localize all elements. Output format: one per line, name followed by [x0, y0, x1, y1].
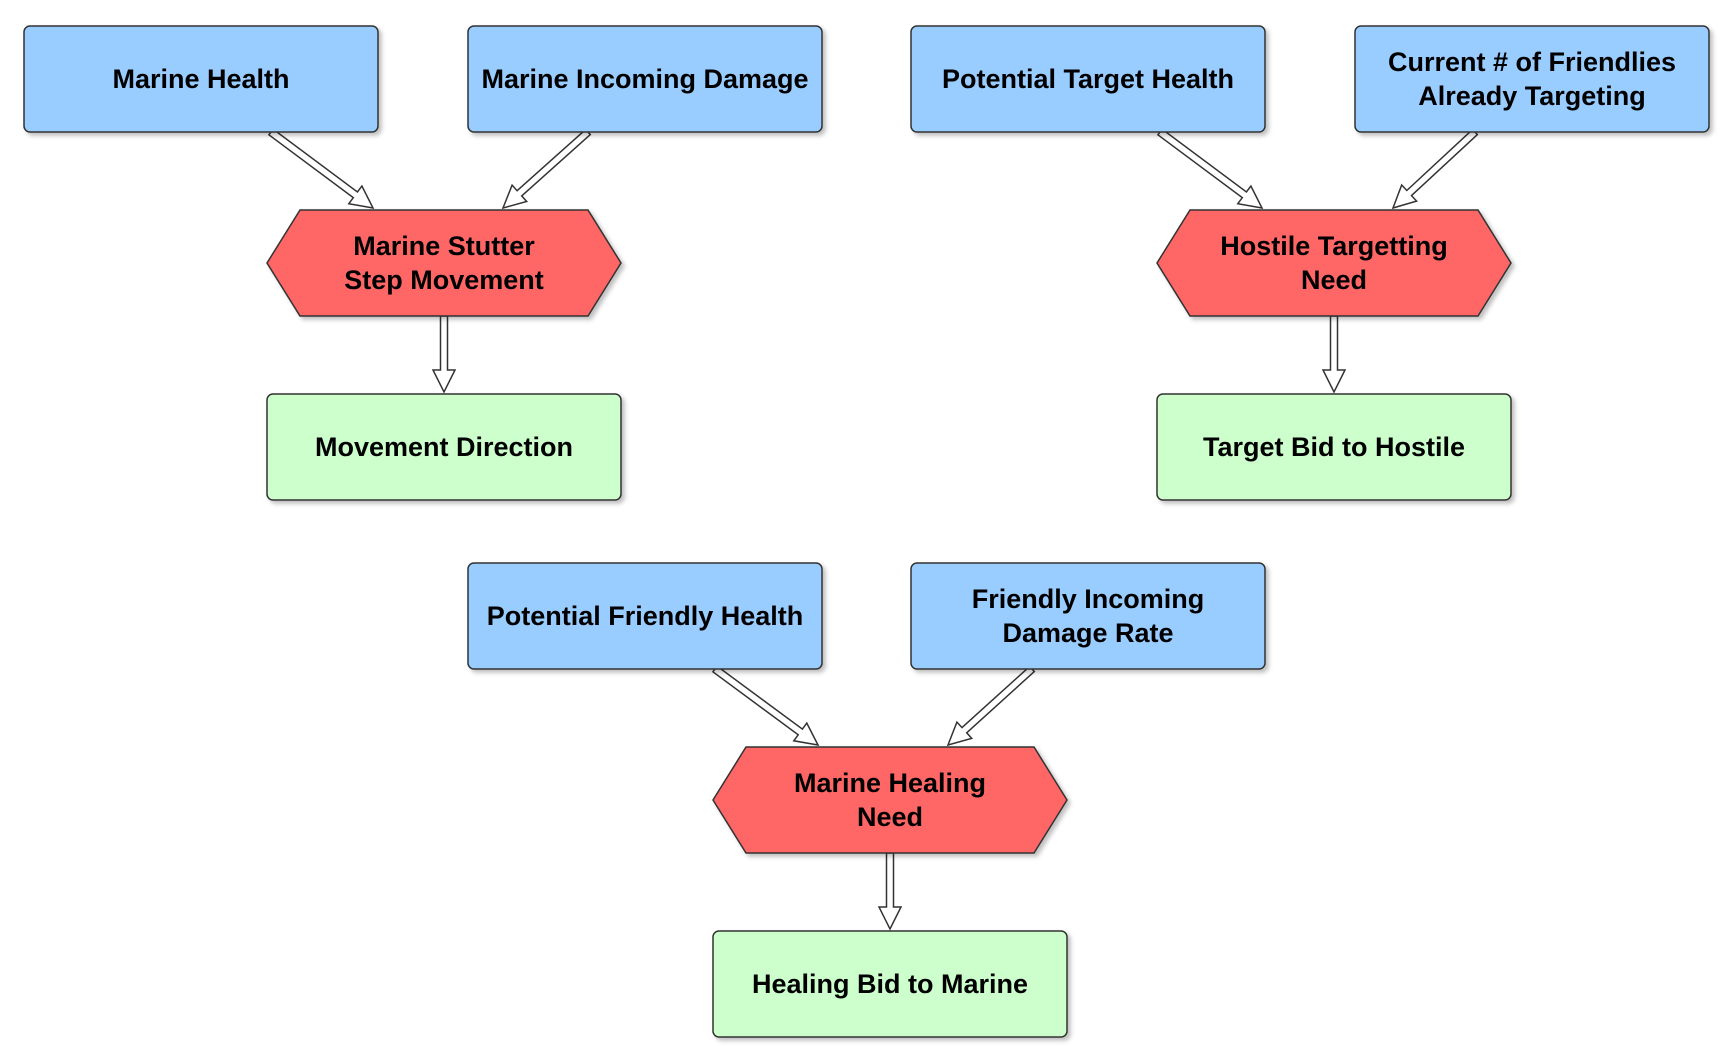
input-node-potential-friendly-health: Potential Friendly Health	[467, 562, 823, 670]
node-label: Target Bid to Hostile	[1203, 432, 1465, 462]
box-shape	[910, 25, 1266, 133]
node-label-line: Damage Rate	[1002, 618, 1173, 648]
input-node-marine-incoming-damage: Marine Incoming Damage	[467, 25, 823, 133]
arrow-marine_incoming_damage-to-marine_stutter_step	[501, 128, 592, 210]
hexagon-shape	[1156, 209, 1512, 317]
node-label-line: Marine Incoming Damage	[481, 64, 808, 94]
node-label-line: Hostile Targetting	[1220, 231, 1448, 261]
arrow-marine_healing-to-healing_bid_to_marine	[877, 852, 903, 931]
node-label-line: Already Targeting	[1418, 81, 1646, 111]
node-label-line: Current # of Friendlies	[1388, 47, 1676, 77]
node-label-line: Potential Friendly Health	[487, 601, 804, 631]
box-shape	[1354, 25, 1710, 133]
node-label-line: Marine Health	[112, 64, 289, 94]
node-label: Marine Health	[112, 64, 289, 94]
arrow-hostile_targetting-to-target_bid_to_hostile	[1321, 315, 1347, 394]
box-shape	[467, 25, 823, 133]
input-node-potential-target-health: Potential Target Health	[910, 25, 1266, 133]
node-label: Healing Bid to Marine	[752, 969, 1028, 999]
arrow-potential_friendly_health-to-marine_healing	[711, 665, 820, 746]
arrow-marine_stutter_step-to-movement_direction	[431, 315, 457, 394]
node-label: Movement Direction	[315, 432, 573, 462]
box-shape	[467, 562, 823, 670]
box-shape	[266, 393, 622, 501]
arrow-potential_target_health-to-hostile_targetting	[1156, 128, 1264, 210]
output-node-movement-direction: Movement Direction	[266, 393, 622, 501]
node-label-line: Need	[857, 802, 923, 832]
edges-layer	[267, 128, 1479, 931]
output-node-healing-bid-to-marine: Healing Bid to Marine	[712, 930, 1068, 1038]
node-label-line: Healing Bid to Marine	[752, 969, 1028, 999]
hexagon-shape	[266, 209, 622, 317]
arrow-friendly_incoming_damage_rate-to-marine_healing	[946, 665, 1036, 747]
input-node-marine-health: Marine Health	[23, 25, 379, 133]
node-label-line: Step Movement	[344, 265, 544, 295]
arrow-current_friendlies_targeting-to-hostile_targetting	[1391, 128, 1479, 210]
node-label: Potential Target Health	[942, 64, 1234, 94]
box-shape	[23, 25, 379, 133]
node-label-line: Movement Direction	[315, 432, 573, 462]
node-label: Potential Friendly Health	[487, 601, 804, 631]
node-label-line: Marine Healing	[794, 768, 986, 798]
hexagon-shape	[712, 746, 1068, 854]
box-shape	[1156, 393, 1512, 501]
node-label-line: Potential Target Health	[942, 64, 1234, 94]
node-label-line: Need	[1301, 265, 1367, 295]
arrow-marine_health-to-marine_stutter_step	[267, 128, 375, 210]
box-shape	[712, 930, 1068, 1038]
node-label-line: Marine Stutter	[353, 231, 535, 261]
node-label-line: Friendly Incoming	[972, 584, 1205, 614]
output-node-target-bid-to-hostile: Target Bid to Hostile	[1156, 393, 1512, 501]
box-shape	[910, 562, 1266, 670]
node-label-line: Target Bid to Hostile	[1203, 432, 1465, 462]
node-label: Marine Incoming Damage	[481, 64, 808, 94]
